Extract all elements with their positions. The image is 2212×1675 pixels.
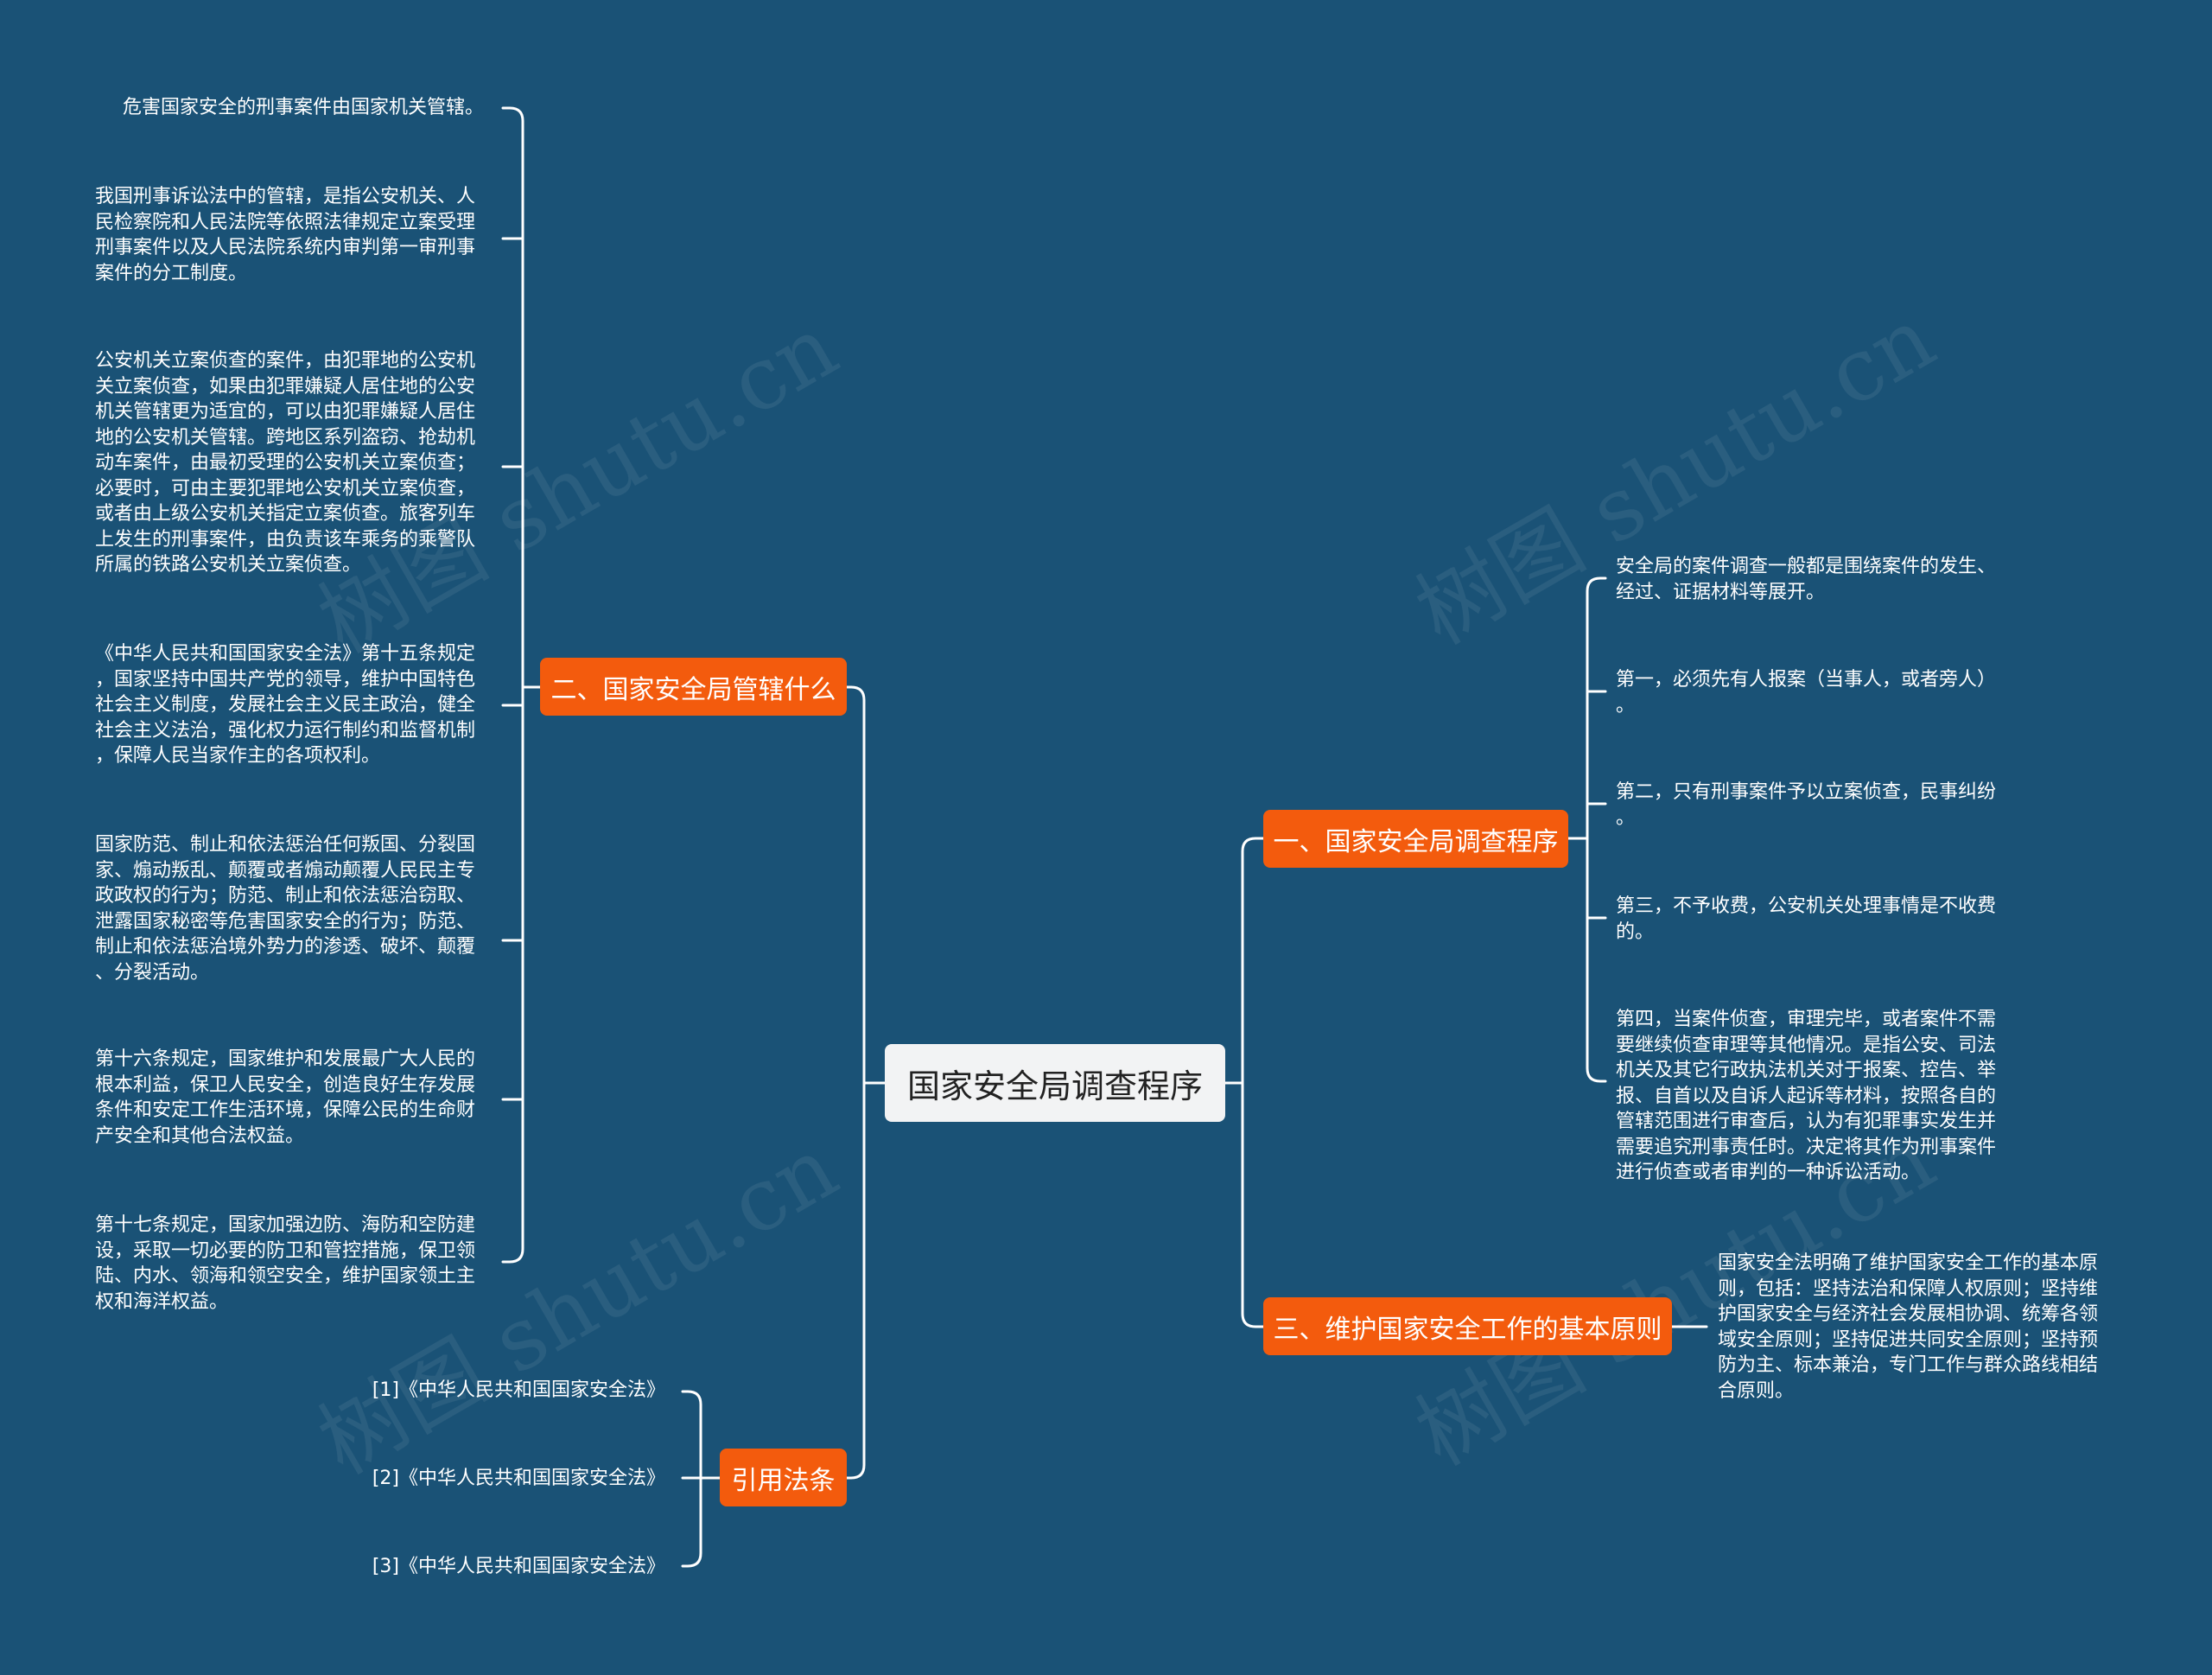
leaf-b3-1: 国家安全法明确了维护国家安全工作的基本原 则，包括：坚持法治和保障人权原则；坚持… <box>1718 1252 2099 1402</box>
leaf-b2-5: 国家防范、制止和依法惩治任何叛国、分裂国 家、煽动叛乱、颠覆或者煽动颠覆人民民主… <box>95 834 476 984</box>
edge-b2-bracket <box>501 106 542 1264</box>
leaf-b2-7: 第十七条规定，国家加强边防、海防和空防建 设，采取一切必要的防卫和管控措施，保卫… <box>95 1214 476 1313</box>
leaf-b2-2: 我国刑事诉讼法中的管辖，是指公安机关、人 民检察院和人民法院等依照法律规定立案受… <box>95 186 476 284</box>
edge-b1-bracket <box>1567 576 1607 1083</box>
branch-jurisdiction[interactable]: 二、国家安全局管辖什么 <box>540 658 847 716</box>
leaf-b2-3: 公安机关立案侦查的案件，由犯罪地的公安机 关立案侦查，如果由犯罪嫌疑人居住地的公… <box>95 350 476 576</box>
leaf-b2-1: 危害国家安全的刑事案件由国家机关管辖。 <box>122 97 484 118</box>
edge-root-b2 <box>845 685 887 1085</box>
leaf-b1-4: 第三，不予收费，公安机关处理事情是不收费 的。 <box>1616 895 1997 943</box>
leaf-b1-5: 第四，当案件侦查，审理完毕，或者案件不需 要继续侦查审理等其他情况。是指公安、司… <box>1616 1009 1997 1183</box>
branch-investigation-procedure[interactable]: 一、国家安全局调查程序 <box>1263 810 1568 868</box>
edge-root-b4 <box>845 1081 866 1480</box>
leaf-b1-1: 安全局的案件调查一般都是围绕案件的发生、 经过、证据材料等展开。 <box>1616 556 1997 603</box>
citation-3[interactable]: [3]《中华人民共和国国家安全法》 <box>372 1556 665 1577</box>
branch-citations[interactable]: 引用法条 <box>720 1449 847 1506</box>
citation-2[interactable]: [2]《中华人民共和国国家安全法》 <box>372 1468 665 1489</box>
edge-root-b1 <box>1224 837 1265 1085</box>
root-node[interactable]: 国家安全局调查程序 <box>885 1044 1225 1122</box>
leaf-b1-3: 第二，只有刑事案件予以立案侦查，民事纠纷 。 <box>1616 781 1997 829</box>
leaf-b1-2: 第一，必须先有人报案（当事人，或者旁人） 。 <box>1616 669 1997 716</box>
branch-basic-principles[interactable]: 三、维护国家安全工作的基本原则 <box>1263 1297 1672 1355</box>
leaf-b2-4: 《中华人民共和国国家安全法》第十五条规定 ，国家坚持中国共产党的领导，维护中国特… <box>95 643 476 767</box>
edge-b4-bracket <box>681 1390 721 1568</box>
leaf-b2-6: 第十六条规定，国家维护和发展最广大人民的 根本利益，保卫人民安全，创造良好生存发… <box>95 1048 476 1147</box>
citation-1[interactable]: [1]《中华人民共和国国家安全法》 <box>372 1379 665 1401</box>
edge-root-b3 <box>1241 1081 1265 1328</box>
